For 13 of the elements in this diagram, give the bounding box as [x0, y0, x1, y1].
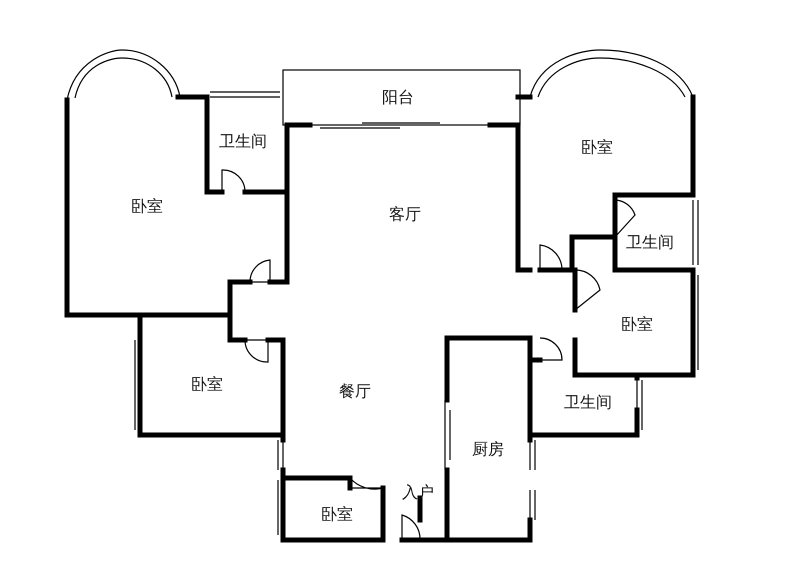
room-label: 卧室 — [131, 196, 163, 218]
room-label: 卧室 — [581, 138, 613, 158]
room-label: 卫生间 — [564, 392, 612, 414]
room-label: 客厅 — [389, 204, 421, 226]
room-label: 厨房 — [472, 440, 504, 460]
room-label: 卧室 — [321, 504, 353, 526]
room-label: 卫生间 — [219, 132, 267, 152]
room-label: 餐厅 — [339, 382, 371, 402]
room-label: 阳台 — [382, 88, 414, 108]
room-label: 入户 — [402, 482, 434, 504]
room-label: 卫生间 — [626, 232, 674, 254]
room-label: 卧室 — [191, 374, 223, 396]
room-label: 卧室 — [621, 314, 653, 336]
